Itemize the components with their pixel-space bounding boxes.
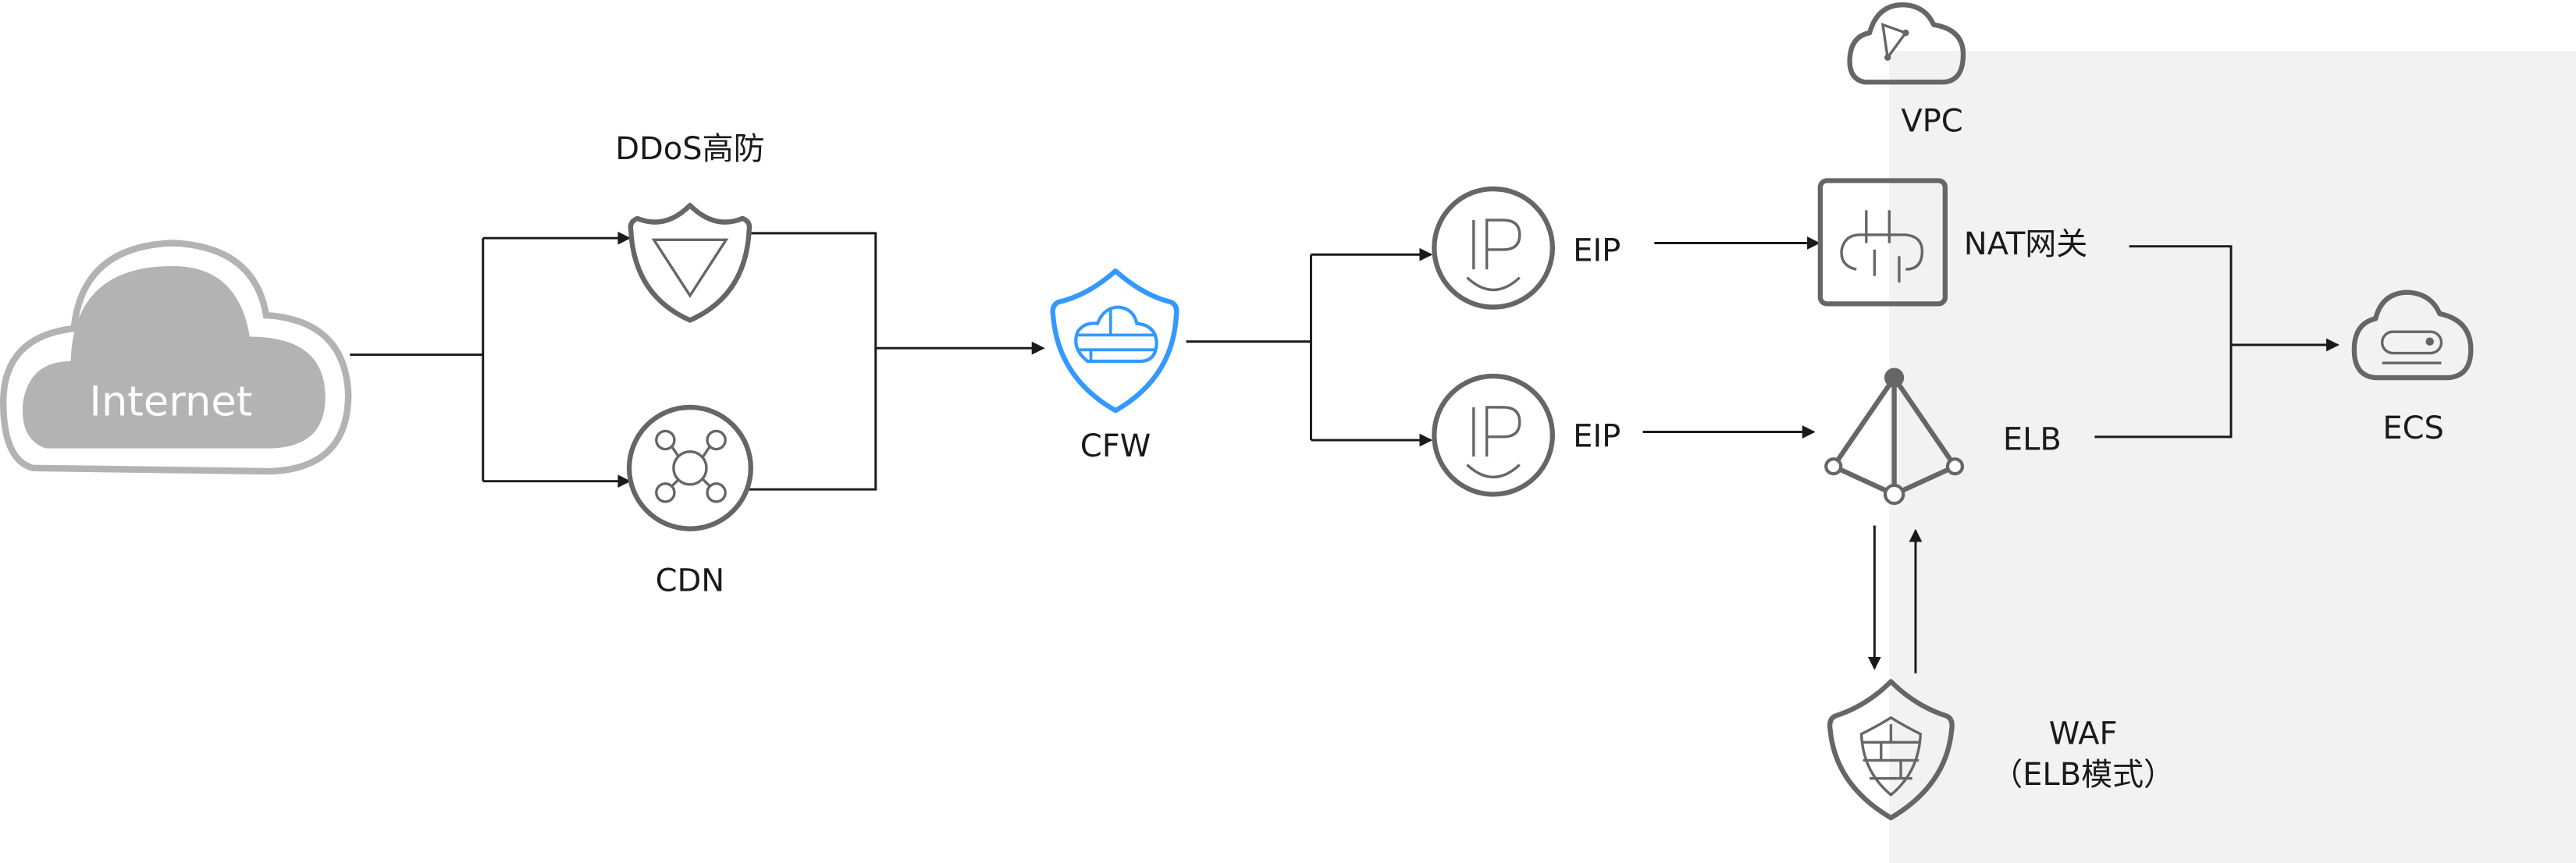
cdn-icon bbox=[626, 404, 753, 531]
vpc-cloud-icon bbox=[1847, 2, 1966, 85]
eip-icon bbox=[1432, 186, 1555, 310]
waf-label: WAF bbox=[2049, 716, 2118, 751]
ecs-label: ECS bbox=[2382, 410, 2444, 446]
waf-shield-icon bbox=[1827, 679, 1955, 821]
elb-load-balancer-icon bbox=[1824, 368, 1965, 506]
connectors bbox=[350, 231, 2339, 673]
eip-icon bbox=[1432, 373, 1555, 497]
cfw-firewall-shield-icon bbox=[1050, 268, 1179, 414]
eip-label-1: EIP bbox=[1573, 233, 1621, 269]
vpc-label: VPC bbox=[1901, 103, 1962, 139]
nat-label: NAT网关 bbox=[1964, 226, 2088, 262]
nat-gateway-icon bbox=[1817, 178, 1948, 307]
ddos-shield-icon bbox=[628, 202, 753, 323]
waf-mode-label: （ELB模式） bbox=[1991, 757, 2175, 793]
internet-cloud-icon: Internet bbox=[0, 240, 352, 475]
elb-label: ELB bbox=[2003, 422, 2062, 458]
vpc-zone bbox=[1889, 51, 2576, 863]
ecs-server-cloud-icon bbox=[2351, 289, 2474, 381]
cfw-label: CFW bbox=[1080, 428, 1151, 464]
eip-label-2: EIP bbox=[1573, 418, 1621, 454]
ddos-label: DDoS高防 bbox=[615, 131, 764, 167]
internet-label: Internet bbox=[89, 378, 252, 425]
cdn-label: CDN bbox=[656, 563, 725, 599]
